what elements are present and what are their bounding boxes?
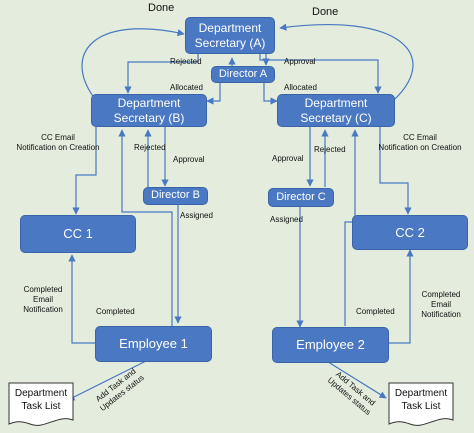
edge-sec-c-to-cc2 [379, 127, 412, 215]
edge-sec-a-to-sec-c [259, 54, 382, 94]
secretary-c-node: Department Secretary (C) [277, 94, 395, 127]
director-b-node: Director B [143, 187, 208, 205]
label-allocated-right: Allocated [284, 83, 317, 92]
label-approval-c: Approval [272, 154, 304, 163]
director-c-node: Director C [268, 188, 334, 207]
edge-allocated-right [263, 83, 278, 105]
label-cc-email-right: CC Email Notification on Creation [378, 133, 462, 152]
edge-done-right [279, 23, 414, 100]
edge-allocated-left [206, 83, 221, 105]
employee1-node: Employee 1 [95, 326, 212, 362]
label-approval-b: Approval [173, 155, 205, 164]
employee2-node: Employee 2 [272, 327, 389, 363]
task-list-right-label: Department Task List [394, 388, 448, 412]
secretary-b-node: Department Secretary (B) [91, 94, 207, 127]
task-list-right-doc: Department Task List [388, 382, 454, 428]
edge-add-task-left [67, 359, 149, 401]
label-completed-email-left: Completed Email Notification [23, 285, 63, 314]
secretary-a-node: Department Secretary (A) [185, 17, 275, 54]
label-rejected-c: Rejected [314, 145, 346, 154]
director-a-node: Director A [211, 66, 275, 83]
label-assigned-c: Assigned [270, 215, 303, 224]
edge-done-left [81, 28, 185, 100]
task-list-left-label: Department Task List [14, 388, 68, 412]
document-icon [388, 382, 454, 426]
label-rejected-a: Rejected [170, 57, 202, 66]
edge-sec-b-to-cc1 [72, 127, 97, 215]
edge-completed-email-left [68, 254, 95, 344]
label-done-right: Done [312, 6, 339, 18]
label-rejected-b: Rejected [134, 143, 166, 152]
edge-sec-a-to-sec-b [124, 54, 199, 94]
label-allocated-left: Allocated [170, 83, 203, 92]
cc1-node: CC 1 [20, 215, 136, 253]
label-assigned-b: Assigned [180, 211, 213, 220]
edge-completed-right [344, 129, 359, 326]
label-done-left: Done [148, 2, 175, 14]
cc2-node: CC 2 [352, 215, 468, 250]
label-completed-left: Completed [96, 307, 135, 316]
task-list-left-doc: Department Task List [8, 382, 74, 428]
label-approval-a: Approval [284, 57, 316, 66]
label-completed-email-right: Completed Email Notification [421, 290, 461, 319]
document-icon [8, 382, 74, 426]
label-completed-right: Completed [356, 307, 395, 316]
edge-completed-left [118, 129, 173, 326]
label-cc-email-left: CC Email Notification on Creation [16, 133, 100, 152]
edge-add-task-right [324, 359, 387, 399]
